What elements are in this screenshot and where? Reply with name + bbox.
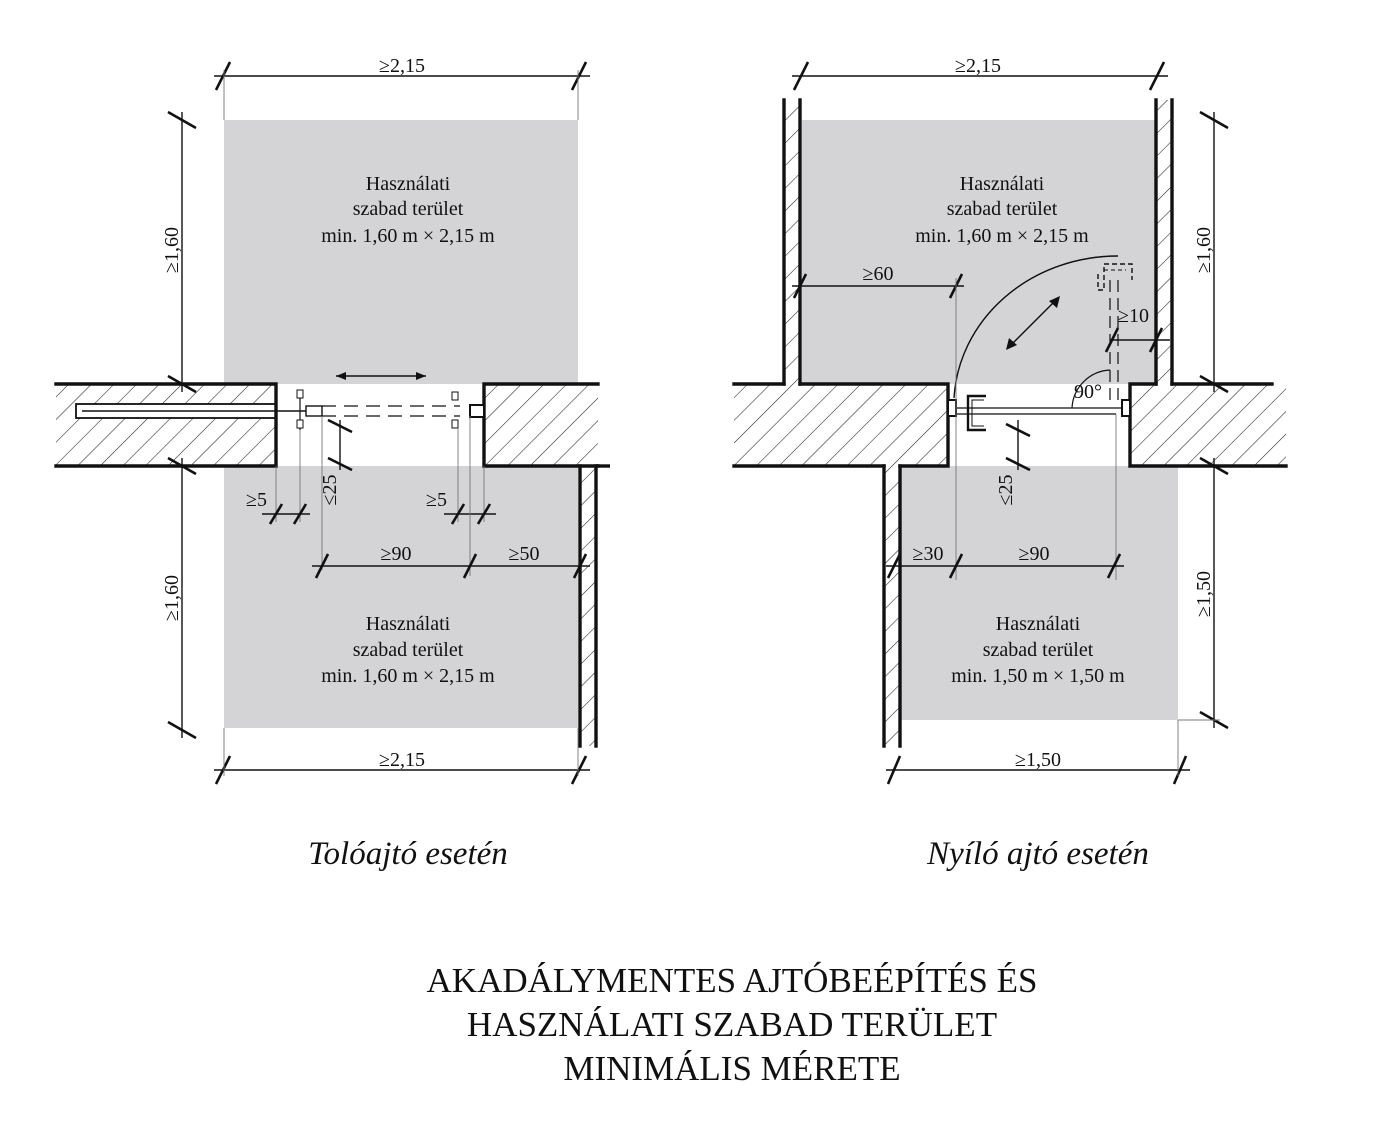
- upper-height-label: ≥1,60: [1193, 227, 1215, 273]
- lower-area-line3: min. 1,50 m × 1,50 m: [951, 665, 1125, 687]
- lower-area-line2: szabad terület: [353, 639, 464, 661]
- right-wall: [484, 384, 598, 466]
- bottom-width-label: ≥1,50: [1015, 749, 1061, 771]
- top-width-label: ≥2,15: [955, 55, 1001, 77]
- handle-offset-label: ≤25: [995, 475, 1017, 506]
- upper-free-area: [224, 120, 578, 384]
- diagram-title: AKADÁLYMENTES AJTÓBEÉPÍTÉS ÉS HASZNÁLATI…: [427, 960, 1038, 1088]
- upper-area-line2: szabad terület: [353, 198, 464, 220]
- lower-area-line3: min. 1,60 m × 2,15 m: [321, 665, 495, 687]
- top-width-label: ≥2,15: [379, 55, 425, 77]
- lower-area-line1: Használati: [996, 613, 1081, 635]
- upper-height-label: ≥1,60: [161, 227, 183, 273]
- title-line3: MINIMÁLIS MÉRETE: [563, 1049, 900, 1088]
- swing-direction-arrow: [1006, 296, 1060, 350]
- upper-area-line1: Használati: [366, 173, 451, 195]
- door-width-label: ≥90: [1019, 543, 1050, 565]
- gap-left-label: ≥5: [246, 489, 267, 511]
- lower-free-area: [224, 466, 578, 728]
- side-clearance-label: ≥50: [509, 543, 540, 565]
- left-wall: [56, 384, 276, 466]
- swing-door-plan: 90° ≥2,15 ≥1,50 ≥1,60 ≥1,50 ≥60 ≥10: [732, 55, 1288, 872]
- title-line2: HASZNÁLATI SZABAD TERÜLET: [467, 1005, 997, 1044]
- lower-area-line1: Használati: [366, 613, 451, 635]
- lower-height-label: ≥1,60: [161, 575, 183, 621]
- lower-area-line2: szabad terület: [983, 639, 1094, 661]
- upper-area-line2: szabad terület: [947, 198, 1058, 220]
- sliding-door-leaf: [305, 405, 323, 417]
- upper-area-line1: Használati: [960, 173, 1045, 195]
- handle-offset-label: ≤25: [319, 475, 341, 506]
- right-caption: Nyíló ajtó esetén: [926, 836, 1149, 872]
- hinge-clearance-label: ≥10: [1118, 305, 1149, 327]
- gap-right-label: ≥5: [426, 489, 447, 511]
- lower-height-label: ≥1,50: [1193, 571, 1215, 617]
- left-wall: [734, 384, 948, 466]
- door-swing-arc: [953, 255, 1119, 399]
- left-caption: Tolóajtó esetén: [308, 836, 508, 872]
- lower-free-area: [900, 466, 1178, 720]
- latch-clearance-label: ≥60: [863, 263, 894, 285]
- right-wall: [1130, 384, 1286, 466]
- sliding-door-plan: ≥2,15 ≥2,15 ≥1,60 ≥1,60 ≥5 ≤25: [54, 55, 610, 872]
- upper-area-line3: min. 1,60 m × 2,15 m: [321, 225, 495, 247]
- title-line1: AKADÁLYMENTES AJTÓBEÉPÍTÉS ÉS: [427, 960, 1038, 1000]
- upper-area-line3: min. 1,60 m × 2,15 m: [915, 225, 1089, 247]
- door-width-label: ≥90: [381, 543, 412, 565]
- upper-free-area: [802, 120, 1156, 384]
- sliding-direction-arrow: [336, 372, 426, 380]
- latch-side-lower-label: ≥30: [913, 543, 944, 565]
- angle-label: 90°: [1074, 381, 1102, 403]
- bottom-width-label: ≥2,15: [379, 749, 425, 771]
